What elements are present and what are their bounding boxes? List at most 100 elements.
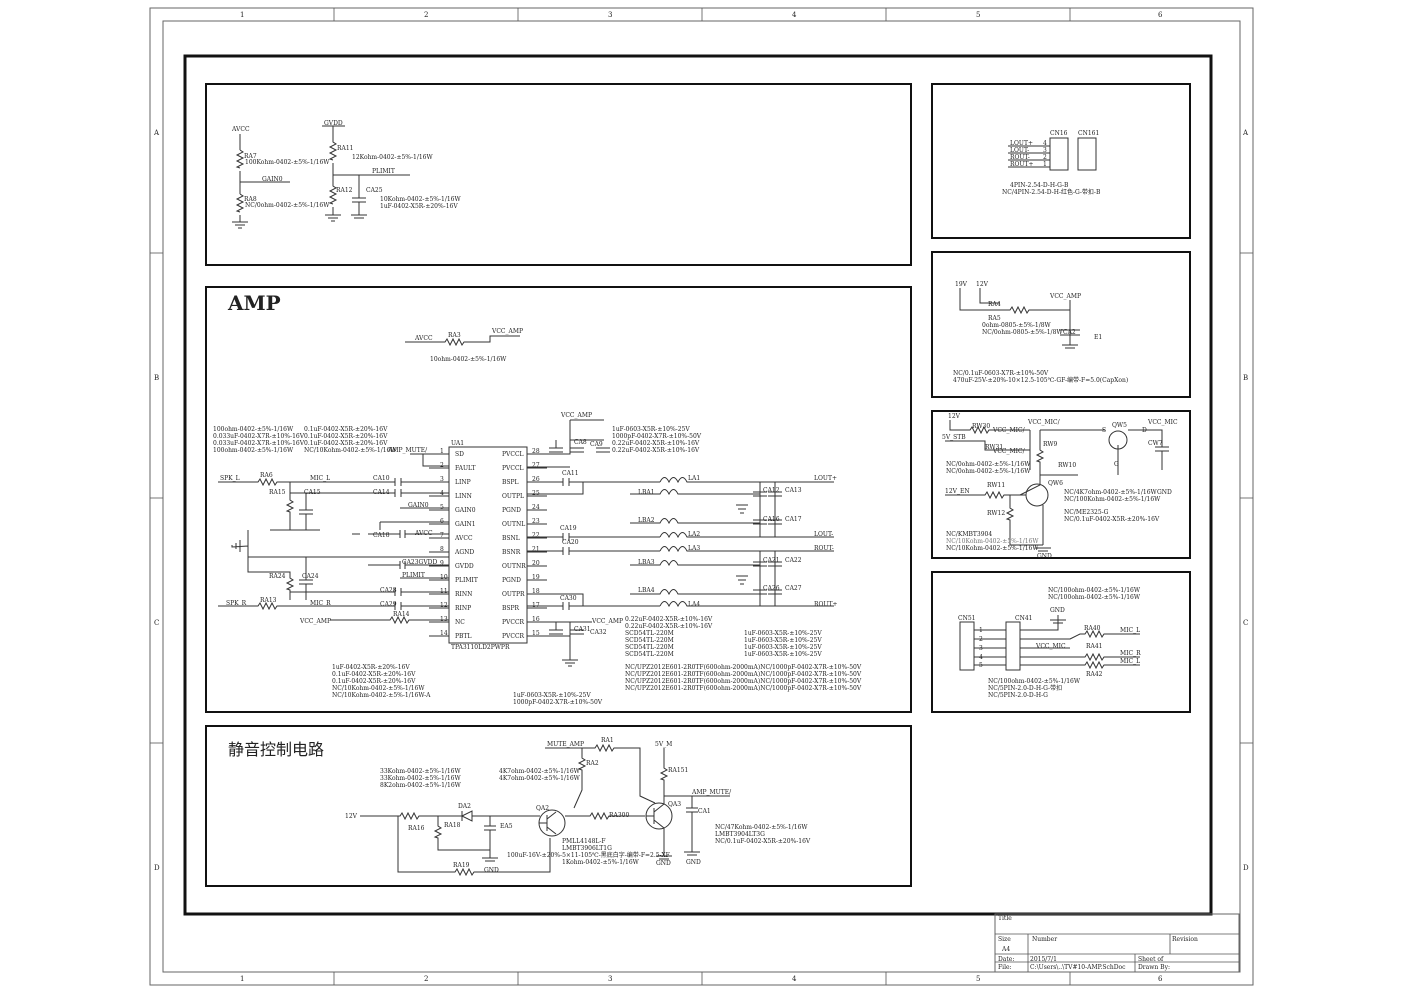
col-label-5: 5 xyxy=(976,11,980,19)
da2-label: DA2 xyxy=(458,803,471,810)
ic-right-pin-name: OUTNR xyxy=(502,563,526,570)
note-mid2-2: 1uF-0603-X5R-±10%-25V xyxy=(744,644,822,651)
note-ferrite-0: NC/UPZ2012E601-2R0TF(600ohm-2000mA)NC/10… xyxy=(625,664,862,671)
v12-label: 12V xyxy=(976,281,989,288)
connector-labels: CN16 CN161 LOUT+ LOUT- ROUT- ROUT+ 4 3 2… xyxy=(1002,130,1101,196)
note-mid-1: 0.22uF-0402-X5R-±10%-16V xyxy=(625,623,713,630)
vcc-mic2-label: VCC_MIC/ xyxy=(992,448,1026,455)
power-note-2: NC/0ohm-0805-±5%-1/8W xyxy=(982,329,1063,336)
note-l2-3: NC/10Kohm-0402-±5%-1/16W xyxy=(304,447,397,454)
note-l-3: 100ohm-0402-±5%-1/16W xyxy=(213,447,294,454)
mute-note-r-2: NC/0.1uF-0402-X5R-±20%-16V xyxy=(715,838,811,845)
ca29-label: CA29 xyxy=(380,601,397,608)
v12-label: 12V xyxy=(345,813,358,820)
col-label-2-bottom: 2 xyxy=(424,975,428,983)
col-label-4: 4 xyxy=(792,11,797,19)
ic-right-pin-number: 23 xyxy=(532,518,540,525)
note-mid-4: SCD54TL-220M xyxy=(625,644,674,651)
mute-note-l-1: 33Kohm-0402-±5%-1/16W xyxy=(380,775,461,782)
ra8-label: RA8 xyxy=(244,196,257,203)
col-label-6: 6 xyxy=(1158,11,1163,19)
la4-label: LA4 xyxy=(688,601,700,608)
avcc-pin-label: AVCC xyxy=(414,530,433,537)
ic-right-pin-name: OUTPL xyxy=(502,493,524,500)
ic-right-pin-number: 21 xyxy=(532,546,540,553)
qw5-mosfet xyxy=(1108,430,1128,450)
ra3-symbol xyxy=(405,335,520,347)
cn41-body xyxy=(1005,621,1021,671)
conn-pin-3: ROUT+ xyxy=(1010,161,1034,168)
amp-input-labels: SPK_L RA6 MIC_L CA10 RA15 CA15 CA14 GAIN… xyxy=(220,472,437,625)
ic-left-pin-number: 1 xyxy=(440,448,444,455)
vcc-amp-bottom-label: VCC_AMP xyxy=(591,618,623,625)
gain-section: AVCC RA7 100Kohm-0402-±5%-1/16W GAIN0 RA… xyxy=(205,83,912,266)
sd-fault-wires xyxy=(410,453,449,467)
ca17-label: CA17 xyxy=(785,516,802,523)
ra3-label: RA3 xyxy=(448,332,461,339)
mute-note-b-1: LMBT3906LT1G xyxy=(562,845,612,852)
ca24-label: CA24 xyxy=(302,573,319,580)
power-wiring xyxy=(959,288,1080,349)
ic-right-pin-name: PGND xyxy=(502,577,521,584)
ra4-label: RA4 xyxy=(988,301,1001,308)
ic-left-pin-name: RINN xyxy=(455,591,472,598)
note-bot2-0: 1uF-0603-X5R-±10%-25V xyxy=(513,692,591,699)
output-inductors xyxy=(659,477,834,608)
ic-right-pin-number: 28 xyxy=(532,448,540,455)
note-top-3: 0.22uF-0402-X5R-±10%-16V xyxy=(612,447,700,454)
ca25-label: CA25 xyxy=(366,187,383,194)
mic-connector-box xyxy=(931,571,1191,713)
note-mid-2: SCD54TL-220M xyxy=(625,630,674,637)
col-label-4-bottom: 4 xyxy=(792,975,797,983)
amp-notes-mid: 0.22uF-0402-X5R-±10%-16V 0.22uF-0402-X5R… xyxy=(332,616,862,706)
ra24-ca24 xyxy=(247,557,313,600)
mute-labels: MUTE_AMP RA1 RA2 5V_M RA151 AMP_MUTE/ QA… xyxy=(345,737,811,874)
lba4-label: LBA4 xyxy=(638,587,655,594)
ca22-label: CA22 xyxy=(785,557,802,564)
micconn-note-2: NC/100ohm-0402-±5%-1/16W xyxy=(1048,594,1141,601)
power-note-3: NC/0.1uF-0603-X7R-±10%-50V xyxy=(953,370,1049,377)
ic-right-pin-name: OUTNL xyxy=(502,521,525,528)
note-l2-2: 0.1uF-0402-X5R-±20%-16V xyxy=(304,440,388,447)
note-bot-3: NC/10Kohm-0402-±5%-1/16W xyxy=(332,685,425,692)
ua1-ic-body xyxy=(448,446,528,644)
micconn-num-4: 5 xyxy=(979,662,983,669)
mic-note-8: NC/10Kohm-0402-±5%-1/16W xyxy=(946,538,1039,545)
col-label-3: 3 xyxy=(608,11,612,19)
v5stb-label: 5V_STB xyxy=(942,434,966,441)
vcc-amp-input-label: VCC_AMP xyxy=(299,618,331,625)
plimit-label: PLIMIT xyxy=(372,168,395,175)
ca11-label: CA11 xyxy=(562,470,579,477)
border-column-ticks xyxy=(150,8,1253,985)
ca21-label: CA21 xyxy=(763,557,780,564)
conn-num-3: 1 xyxy=(1043,161,1047,168)
note-l2-1: 0.1uF-0402-X5R-±20%-16V xyxy=(304,433,388,440)
ic-left-pin-name: GAIN1 xyxy=(455,521,476,528)
conn-pin-2: ROUT- xyxy=(1010,154,1030,161)
vcc-mic1-label: VCC_MIC/ xyxy=(992,427,1026,434)
spk-r-input xyxy=(218,601,449,611)
tb-revision: Revision xyxy=(1172,936,1198,943)
la2-label: LA2 xyxy=(688,531,700,538)
gain-ground-1 xyxy=(232,221,248,229)
mic-gnd-2: GND xyxy=(1037,553,1052,560)
conn-num-1: 3 xyxy=(1043,147,1047,154)
ic-left-pin-name: PBTL xyxy=(455,633,471,640)
spk-r-label: SPK_R xyxy=(226,600,247,607)
mute-section: 静音控制电路 MUTE_AMP RA1 RA2 5V_M RA151 AMP_M… xyxy=(205,725,912,887)
ra6-label: RA6 xyxy=(260,472,273,479)
mic-connector-labels: NC/100ohm-0402-±5%-1/16W NC/100ohm-0402-… xyxy=(958,587,1141,699)
ic-right-pin-name: BSPR xyxy=(502,605,520,612)
ic-right-pin-name: PGND xyxy=(502,507,521,514)
amp-notes-left: 100ohm-0402-±5%-1/16W 0.033uF-0402-X7R-±… xyxy=(213,426,428,454)
ca23-label: CA23GVDD xyxy=(402,559,437,566)
title-block: Title Size A4 Number Revision Date: 2015… xyxy=(994,913,1240,973)
ic-right-pin-number: 20 xyxy=(532,560,540,567)
note-ferrite-1: NC/UPZ2012E601-2R0TF(600ohm-2000mA)NC/10… xyxy=(625,671,862,678)
ic-right-pin-number: 16 xyxy=(532,616,540,623)
cn16-wires xyxy=(1008,145,1050,168)
ca27-label: CA27 xyxy=(785,585,802,592)
gnd-label-1: GND xyxy=(484,867,499,874)
ra40-label: RA40 xyxy=(1084,625,1101,632)
tb-size-val: A4 xyxy=(1001,946,1010,953)
